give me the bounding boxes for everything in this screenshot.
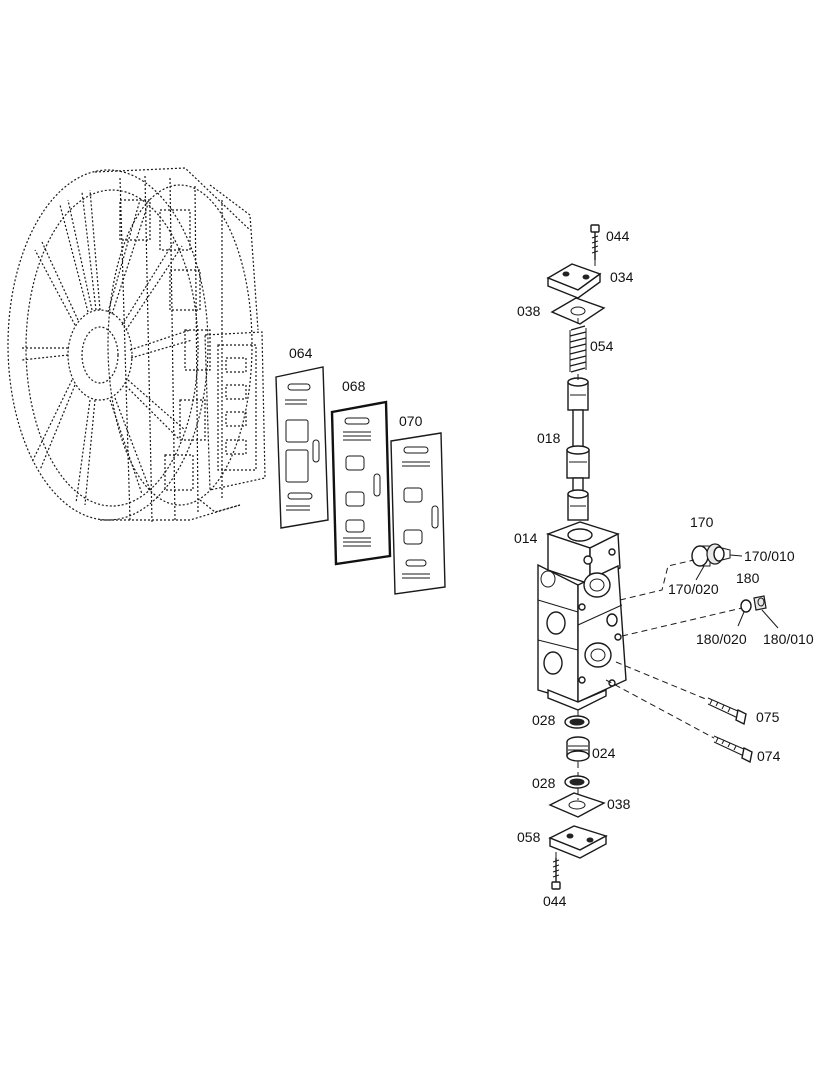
plug-170 xyxy=(691,543,731,567)
gasket-038-top xyxy=(550,297,606,325)
label-070: 070 xyxy=(399,413,423,429)
gasket-070 xyxy=(390,432,446,595)
label-024: 024 xyxy=(592,745,616,761)
transmission-housing xyxy=(7,167,266,523)
spool-018 xyxy=(566,377,590,521)
label-044-bottom: 044 xyxy=(543,893,567,909)
valve-body-014 xyxy=(537,521,627,711)
label-058: 058 xyxy=(517,829,541,845)
label-180-020: 180/020 xyxy=(696,631,747,647)
bolt-075 xyxy=(707,697,747,726)
label-180: 180 xyxy=(736,570,760,586)
spring-054 xyxy=(569,325,587,373)
label-054: 054 xyxy=(590,338,614,354)
label-170: 170 xyxy=(690,514,714,530)
callout-leaders xyxy=(695,554,779,629)
ring-028-bottom xyxy=(564,775,590,789)
label-064: 064 xyxy=(289,345,313,361)
gasket-064 xyxy=(275,366,329,529)
label-028-bottom: 028 xyxy=(532,775,556,791)
plug-180 xyxy=(740,595,767,613)
label-170-020: 170/020 xyxy=(668,581,719,597)
label-014: 014 xyxy=(514,530,538,546)
cover-058 xyxy=(548,825,608,859)
plug-024 xyxy=(566,736,590,762)
label-034: 034 xyxy=(610,269,634,285)
label-018: 018 xyxy=(537,430,561,446)
label-075: 075 xyxy=(756,709,780,725)
screw-044-bottom xyxy=(551,858,561,890)
label-044-top: 044 xyxy=(606,228,630,244)
gasket-068 xyxy=(330,400,392,566)
label-170-010: 170/010 xyxy=(744,548,795,564)
label-038-bottom: 038 xyxy=(607,796,631,812)
label-028-top: 028 xyxy=(532,712,556,728)
label-068: 068 xyxy=(342,378,366,394)
part-number-labels: 044 034 038 054 018 014 064 068 070 170 … xyxy=(289,228,814,909)
cover-034 xyxy=(546,263,602,299)
label-038-top: 038 xyxy=(517,303,541,319)
label-180-010: 180/010 xyxy=(763,631,814,647)
ring-028-top xyxy=(564,715,590,729)
bolt-074 xyxy=(713,735,753,764)
gasket-038-bottom xyxy=(548,792,606,818)
assembly-center-lines xyxy=(555,260,743,858)
screw-044-top xyxy=(590,224,600,260)
label-074: 074 xyxy=(757,748,781,764)
